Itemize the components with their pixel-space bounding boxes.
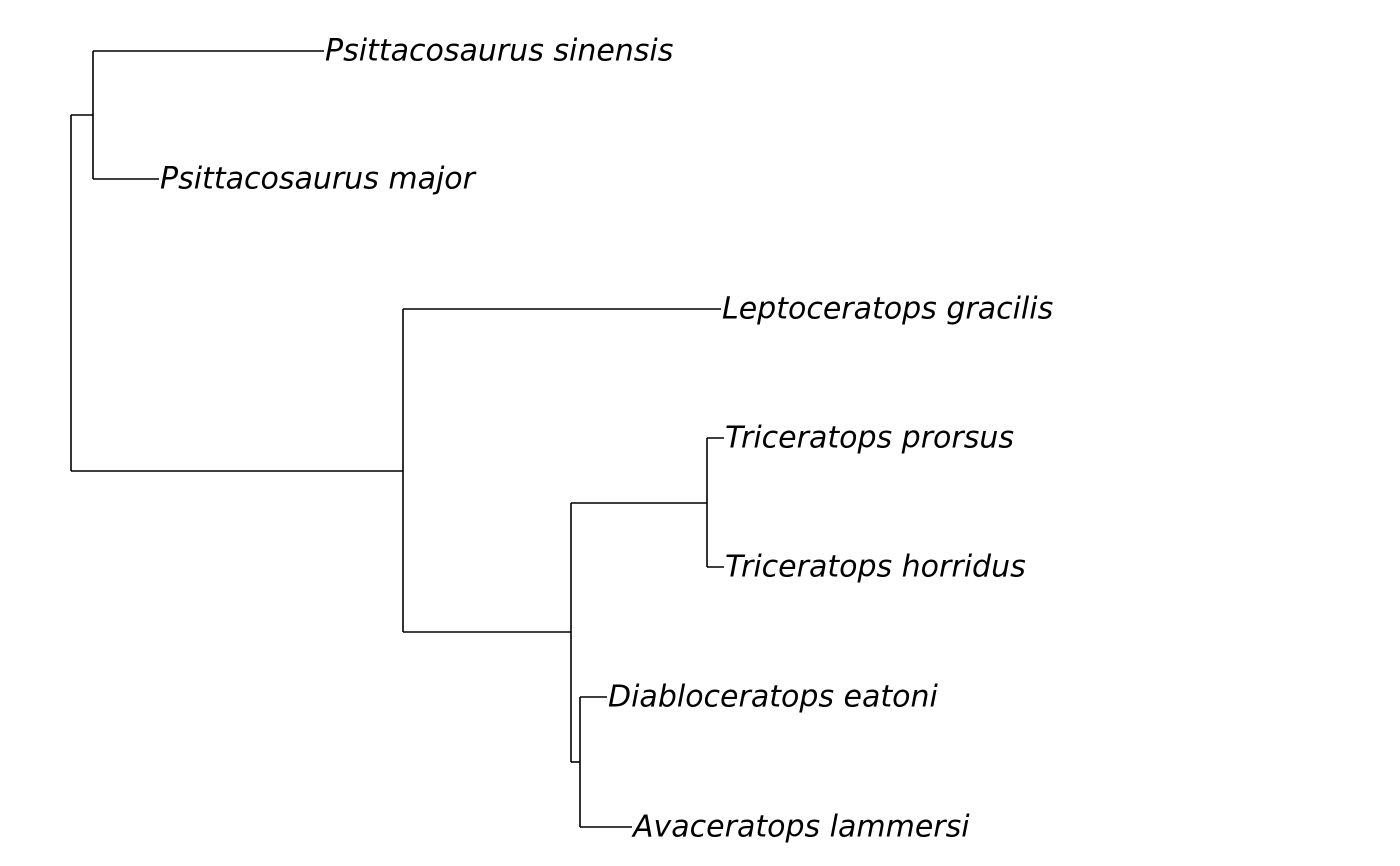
clade-ceratopsidae <box>403 503 572 762</box>
tip-label: Avaceratops lammersi <box>631 810 970 845</box>
tip-triceratops-horridus: Triceratops horridus <box>707 550 1026 585</box>
tip-psittacosaurus-major: Psittacosaurus major <box>93 162 477 197</box>
tip-label: Triceratops prorsus <box>725 421 1014 456</box>
tip-label: Leptoceratops gracilis <box>722 292 1053 327</box>
tip-avaceratops-lammersi: Avaceratops lammersi <box>580 810 970 845</box>
tip-psittacosaurus-sinensis: Psittacosaurus sinensis <box>93 34 673 69</box>
clade-psittacosaurus <box>71 51 94 179</box>
clade-neoceratopsia <box>71 309 404 632</box>
tip-label: Psittacosaurus sinensis <box>325 34 673 69</box>
tip-label: Psittacosaurus major <box>160 162 477 197</box>
tip-triceratops-prorsus: Triceratops prorsus <box>707 421 1014 456</box>
tip-label: Triceratops horridus <box>725 550 1026 585</box>
tip-leptoceratops-gracilis: Leptoceratops gracilis <box>403 292 1053 327</box>
tip-diabloceratops-eatoni: Diabloceratops eatoni <box>580 680 939 715</box>
tip-label: Diabloceratops eatoni <box>608 680 939 715</box>
clade-triceratops <box>571 438 708 567</box>
clade-diabloceratops-avaceratops <box>571 697 581 827</box>
